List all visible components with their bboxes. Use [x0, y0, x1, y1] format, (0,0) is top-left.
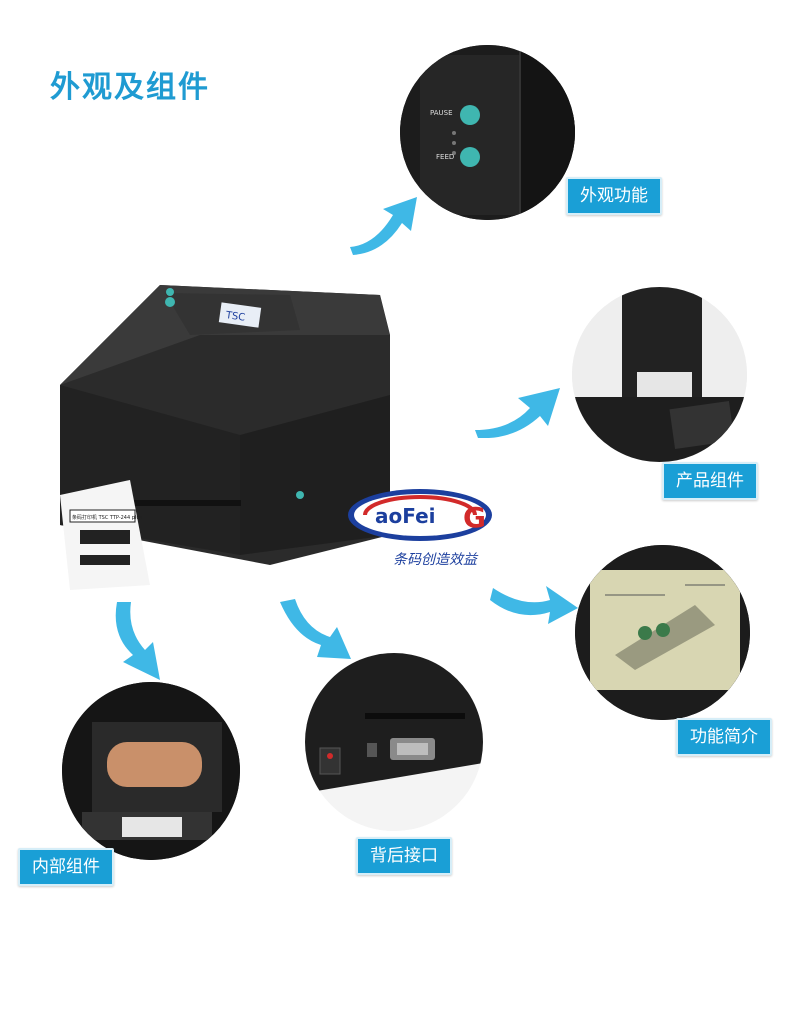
internal-closeup-image — [62, 682, 240, 860]
callout-label-appearance: 外观功能 — [566, 177, 662, 215]
arrow-icon-function — [490, 586, 578, 624]
brand-badge-text: TSC — [224, 310, 246, 324]
feed-label: FEED — [436, 153, 454, 161]
logo-slogan: 条码创造效益 — [393, 552, 477, 568]
logo-mark: G aoFei — [348, 489, 492, 541]
arrow-icon-rear — [280, 599, 351, 659]
callout-label-components: 产品组件 — [662, 462, 758, 500]
callout-label-function: 功能简介 — [676, 718, 772, 756]
arrow-icon-components — [475, 388, 560, 438]
gaofei-logo: G aoFei 条码创造效益 — [345, 485, 495, 570]
logo-text: aoFei — [375, 504, 436, 528]
panel-closeup-drawing: PAUSE FEED — [400, 45, 575, 220]
function-closeup-image — [575, 545, 750, 720]
panel-closeup-image: PAUSE FEED — [400, 45, 575, 220]
printed-label-text: 条码打印机 TSC TTP-244 plus — [72, 514, 142, 521]
pause-label: PAUSE — [430, 109, 453, 117]
feed-button-icon — [460, 147, 480, 167]
brand-badge — [218, 302, 262, 328]
callout-label-internal: 内部组件 — [18, 848, 114, 886]
components-closeup-image — [572, 287, 747, 462]
logo-letter-g: G — [463, 501, 486, 534]
page-title: 外观及组件 — [50, 70, 210, 105]
pause-button-icon — [460, 105, 480, 125]
rear-closeup-image — [305, 653, 483, 831]
arrow-icon-appearance — [350, 197, 417, 255]
callout-label-rear: 背后接口 — [356, 837, 452, 875]
arrow-icon-internal — [115, 602, 160, 680]
